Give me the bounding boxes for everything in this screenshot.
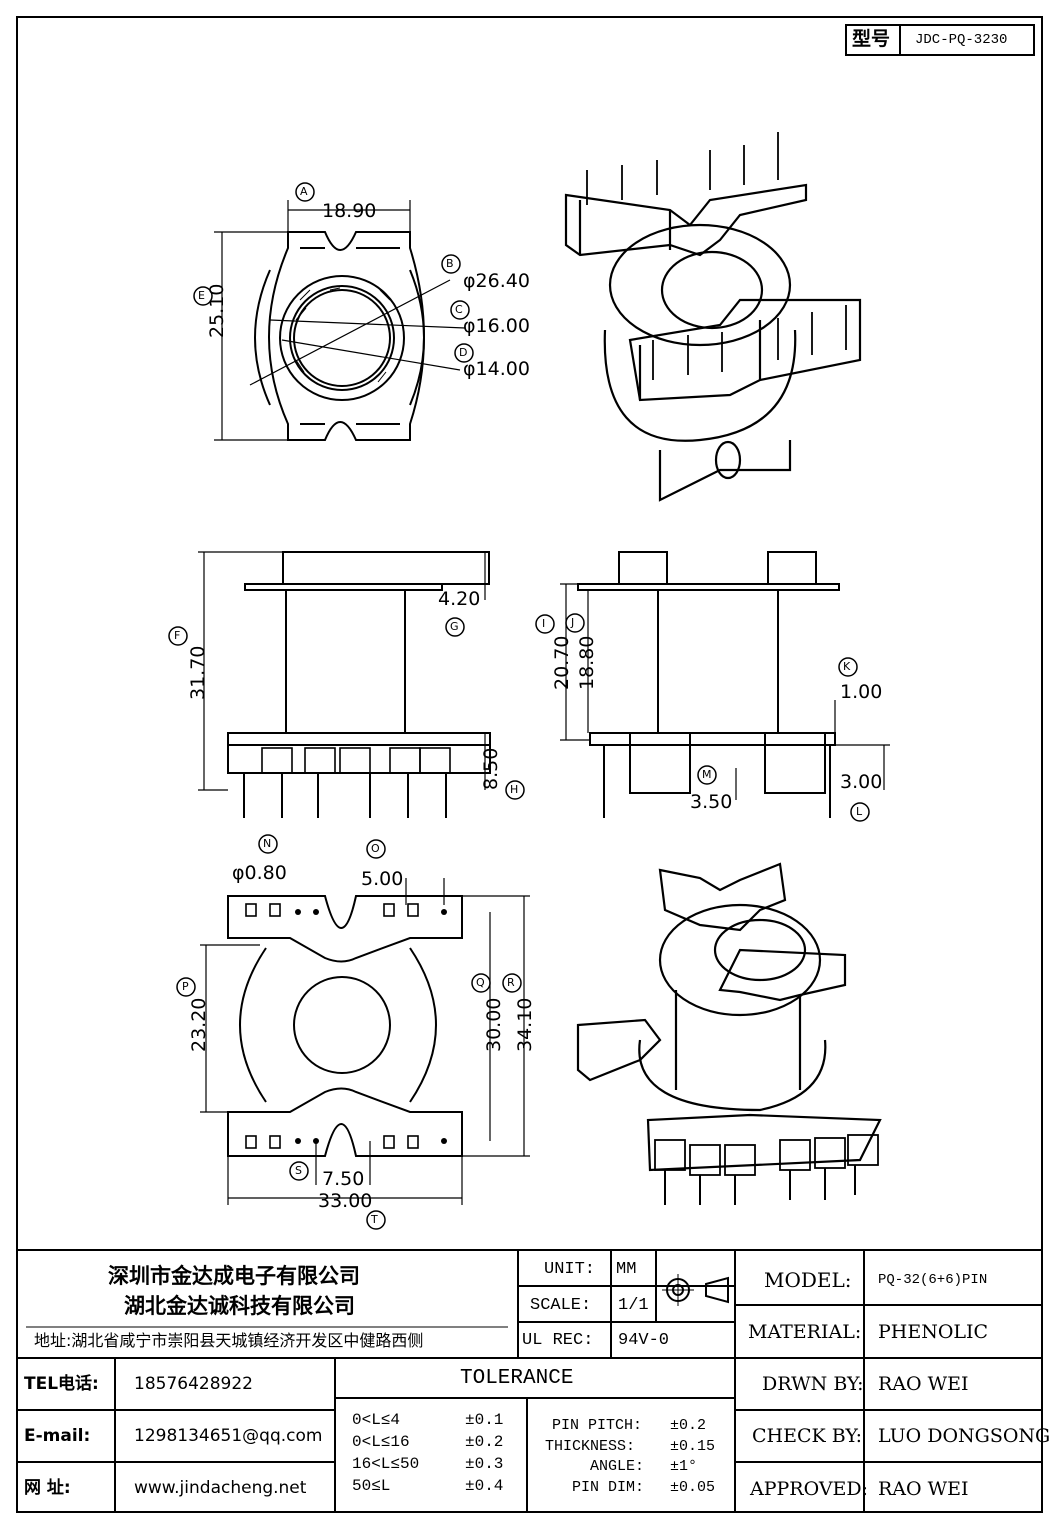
drawn-by-label: DRWN BY:	[762, 1373, 864, 1395]
drawn-by-value: RAO WEI	[878, 1373, 969, 1395]
marker-f: F	[174, 629, 181, 642]
tel-value: 18576428922	[134, 1374, 253, 1394]
marker-i: I	[542, 617, 546, 630]
model-code-box	[845, 24, 1035, 56]
bottom-view	[200, 878, 530, 1205]
web-value: www.jindacheng.net	[134, 1478, 307, 1498]
tol-range-3: 50≤L	[352, 1477, 391, 1495]
tol-range-2: 16<L≤50	[352, 1455, 420, 1473]
approved-value: RAO WEI	[878, 1478, 969, 1500]
ulrec-label: UL REC:	[522, 1331, 594, 1350]
dim-r: 34.10	[514, 997, 536, 1052]
marker-l: L	[856, 805, 863, 818]
marker-m: M	[702, 768, 712, 781]
marker-j: J	[571, 616, 575, 629]
dim-g: 4.20	[438, 588, 481, 610]
dimension-markers	[168, 182, 870, 1230]
side-view-left	[198, 551, 491, 818]
pin-dim-label: PIN DIM:	[572, 1479, 645, 1496]
scale-value: 1/1	[618, 1296, 649, 1315]
marker-p: P	[182, 980, 189, 993]
web-label: 网 址:	[24, 1478, 71, 1498]
dim-j: 18.80	[576, 635, 598, 690]
top-view	[214, 200, 466, 441]
marker-g: G	[450, 620, 459, 633]
title-block-grid	[17, 1249, 1042, 1512]
dim-p: 23.20	[188, 997, 210, 1052]
angle-label: ANGLE:	[590, 1458, 645, 1475]
marker-h: H	[510, 783, 519, 796]
marker-e: E	[198, 289, 205, 302]
marker-t: T	[371, 1213, 378, 1226]
dim-q: 30.00	[483, 997, 505, 1052]
marker-s: S	[295, 1164, 302, 1177]
dim-i: 20.70	[551, 635, 573, 690]
material-label: MATERIAL:	[748, 1321, 862, 1343]
thickness-value: ±0.15	[670, 1438, 716, 1455]
tolerance-title: TOLERANCE	[460, 1367, 574, 1390]
angle-value: ±1°	[670, 1458, 698, 1475]
marker-d: D	[459, 346, 468, 359]
dim-t: 33.00	[318, 1190, 373, 1212]
tol-value-1: ±0.2	[465, 1433, 504, 1451]
dim-o: 5.00	[361, 868, 404, 890]
email-value: 1298134651@qq.com	[134, 1426, 323, 1446]
dim-k: 1.00	[840, 681, 883, 703]
unit-label: UNIT:	[544, 1260, 596, 1279]
marker-b: B	[446, 257, 454, 270]
approved-label: APPROVED:	[750, 1478, 869, 1500]
marker-a: A	[300, 185, 308, 198]
dim-s: 7.50	[322, 1168, 365, 1190]
check-by-value: LUO DONGSONG	[878, 1425, 1051, 1447]
dim-m: 3.50	[690, 791, 733, 813]
email-label: E-mail:	[24, 1426, 91, 1446]
dim-l: 3.00	[840, 771, 883, 793]
dim-f: 31.70	[187, 645, 209, 700]
dim-b: φ26.40	[463, 270, 530, 292]
tol-value-0: ±0.1	[465, 1411, 504, 1429]
model-code: JDC-PQ-3230	[915, 32, 1008, 48]
unit-value: MM	[616, 1260, 637, 1279]
tol-range-1: 0<L≤16	[352, 1433, 410, 1451]
marker-k: K	[843, 660, 851, 673]
side-view-right	[560, 551, 890, 818]
marker-n: N	[263, 837, 272, 850]
ulrec-value: 94V-0	[618, 1331, 670, 1350]
outer-border	[16, 16, 1043, 1513]
marker-c: C	[455, 303, 463, 316]
material-value: PHENOLIC	[878, 1321, 989, 1343]
pin-dim-value: ±0.05	[670, 1479, 716, 1496]
iso-view-top	[564, 132, 862, 502]
check-by-label: CHECK BY:	[752, 1425, 862, 1447]
iso-view-bottom	[576, 862, 882, 1205]
dim-e: 25.10	[206, 283, 228, 338]
model-label: MODEL:	[764, 1268, 852, 1292]
marker-q: Q	[476, 976, 485, 989]
tol-value-3: ±0.4	[465, 1477, 504, 1495]
dim-c: φ16.00	[463, 315, 530, 337]
thickness-label: THICKNESS:	[545, 1438, 636, 1455]
dim-d: φ14.00	[463, 358, 530, 380]
tel-label: TEL电话:	[24, 1374, 99, 1394]
tol-value-2: ±0.3	[465, 1455, 504, 1473]
model-label-cn: 型号	[852, 28, 891, 50]
dim-a: 18.90	[322, 200, 377, 222]
dim-h: 8.50	[480, 747, 502, 790]
scale-label: SCALE:	[530, 1296, 592, 1315]
company-address: 地址:湖北省咸宁市崇阳县天城镇经济开发区中健路西侧	[34, 1331, 424, 1350]
pin-pitch-label: PIN PITCH:	[552, 1417, 643, 1434]
marker-r: R	[507, 976, 515, 989]
tol-range-0: 0<L≤4	[352, 1411, 401, 1429]
model-value: PQ-32(6+6)PIN	[878, 1272, 988, 1288]
marker-o: O	[371, 842, 380, 855]
company-name-2: 湖北金达诚科技有限公司	[124, 1294, 355, 1318]
dim-n: φ0.80	[232, 862, 287, 884]
pin-pitch-value: ±0.2	[670, 1417, 707, 1434]
company-name-1: 深圳市金达成电子有限公司	[108, 1264, 360, 1288]
